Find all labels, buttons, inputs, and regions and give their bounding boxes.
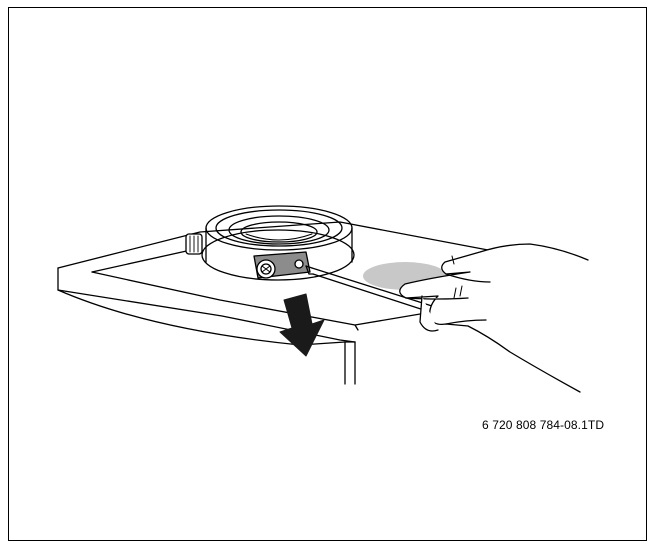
hand: [399, 243, 589, 393]
clamp-bracket: [253, 251, 311, 279]
flue-adapter: [185, 205, 355, 281]
figure-document-code: 6 720 808 784-08.1TD: [482, 418, 605, 432]
arrow-down-icon: [279, 293, 325, 357]
screwdriver: [305, 265, 433, 313]
